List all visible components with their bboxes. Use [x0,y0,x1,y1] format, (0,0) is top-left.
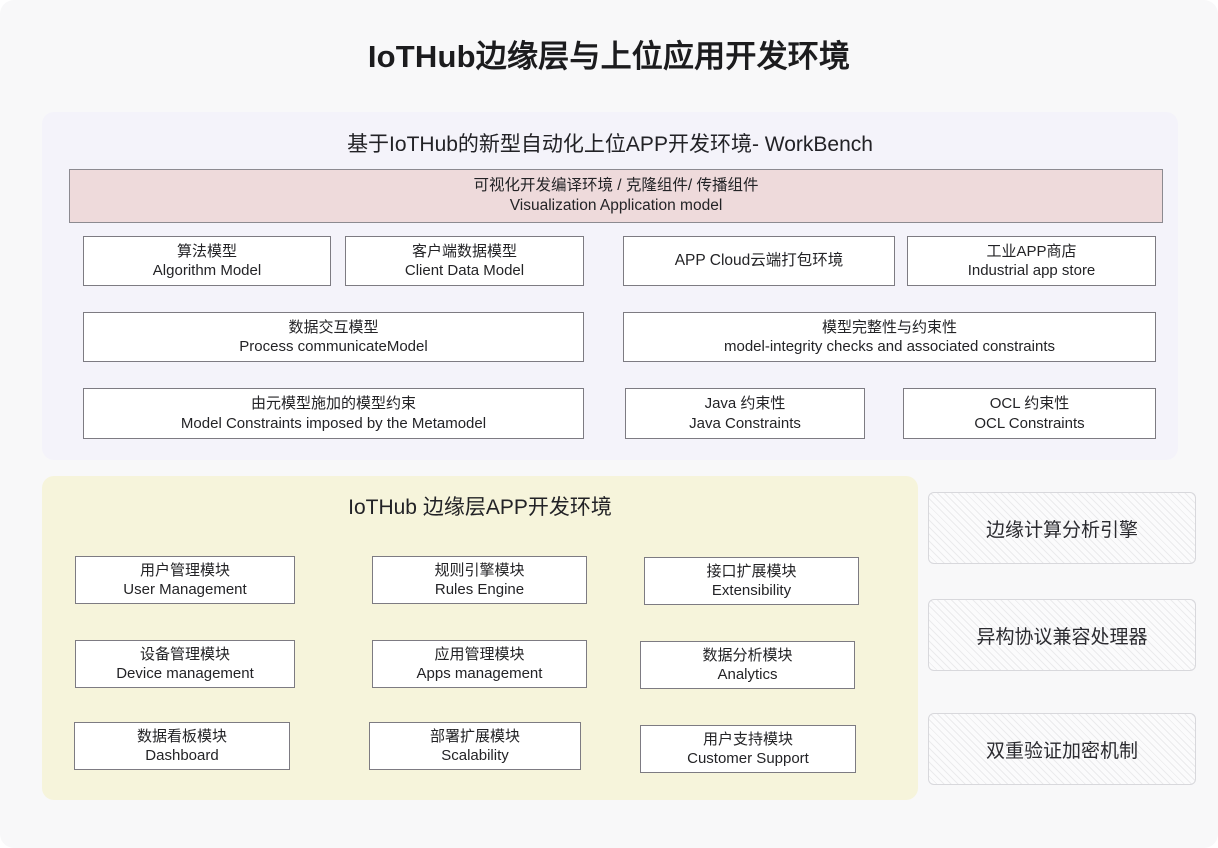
box-label-zh: 由元模型施加的模型约束 [250,395,416,412]
box-label-en: Rules Engine [434,581,525,598]
banner-line-en: Visualization Application model [509,197,723,214]
side-box-label: 双重验证加密机制 [985,740,1138,762]
box-label-zh: 数据分析模块 [702,646,793,664]
side-box-label: 边缘计算分析引擎 [985,519,1138,541]
box-model-integrity-constraints[interactable]: 模型完整性与约束性 model-integrity checks and ass… [623,312,1156,362]
box-label-en: Industrial app store [967,262,1096,279]
box-dashboard[interactable]: 数据看板模块 Dashboard [74,722,290,770]
side-box-label: 异构协议兼容处理器 [976,626,1148,648]
box-label-zh: 用户支持模块 [702,730,793,748]
box-label-en: model-integrity checks and associated co… [724,338,1055,355]
box-label-zh: Java 约束性 [704,395,786,412]
box-label-en: Scalability [441,747,509,764]
box-label-en: Apps management [416,665,543,682]
box-label-zh: 部署扩展模块 [429,727,520,745]
box-label-en: Customer Support [687,750,809,767]
visualization-application-banner: 可视化开发编译环境 / 克隆组件/ 传播组件 Visualization App… [69,169,1163,223]
box-label-zh: 接口扩展模块 [706,562,797,580]
box-label-en: Extensibility [711,582,792,599]
box-label-zh: 用户管理模块 [139,561,230,579]
box-label-en: Process communicateModel [239,338,428,355]
upper-panel-workbench: 基于IoTHub的新型自动化上位APP开发环境- WorkBench 可视化开发… [42,112,1178,460]
upper-panel-heading: 基于IoTHub的新型自动化上位APP开发环境- WorkBench [347,133,873,156]
box-label-zh: 规则引擎模块 [434,561,525,579]
box-analytics[interactable]: 数据分析模块 Analytics [640,641,855,689]
box-extensibility[interactable]: 接口扩展模块 Extensibility [644,557,859,605]
box-scalability[interactable]: 部署扩展模块 Scalability [369,722,581,770]
box-java-constraints[interactable]: Java 约束性 Java Constraints [625,388,865,439]
box-device-management[interactable]: 设备管理模块 Device management [75,640,295,688]
box-label-zh: 数据交互模型 [288,318,379,336]
box-label-en: Analytics [717,666,778,683]
box-label-zh: 客户端数据模型 [411,242,517,260]
box-label-zh: 模型完整性与约束性 [821,318,957,336]
box-model-constraints-metamodel[interactable]: 由元模型施加的模型约束 Model Constraints imposed by… [83,388,584,439]
box-customer-support[interactable]: 用户支持模块 Customer Support [640,725,856,773]
box-apps-management[interactable]: 应用管理模块 Apps management [372,640,587,688]
box-client-data-model[interactable]: 客户端数据模型 Client Data Model [345,236,584,286]
box-rules-engine[interactable]: 规则引擎模块 Rules Engine [372,556,587,604]
box-label-zh: 工业APP商店 [986,242,1077,260]
box-label-en: Java Constraints [689,414,801,432]
page-title: IoTHub边缘层与上位应用开发环境 [367,39,851,74]
box-industrial-app-store[interactable]: 工业APP商店 Industrial app store [907,236,1156,286]
box-user-management[interactable]: 用户管理模块 User Management [75,556,295,604]
box-app-cloud-packaging[interactable]: APP Cloud云端打包环境 [623,236,895,286]
box-label-zh: OCL 约束性 [989,395,1070,412]
box-label-zh: 数据看板模块 [136,727,227,745]
box-label-en: Model Constraints imposed by the Metamod… [180,414,487,432]
banner-line-zh: 可视化开发编译环境 / 克隆组件/ 传播组件 [473,177,759,195]
box-label-zh: APP Cloud云端打包环境 [674,251,844,269]
box-label-zh: 算法模型 [176,242,237,260]
box-label-en: Client Data Model [404,262,525,279]
box-label-zh: 设备管理模块 [139,645,230,663]
lower-panel-edge-app-env: IoTHub 边缘层APP开发环境 用户管理模块 User Management… [42,476,918,800]
side-box-edge-computing-engine[interactable]: 边缘计算分析引擎 [928,492,1196,564]
side-box-dual-auth-encryption[interactable]: 双重验证加密机制 [928,713,1196,785]
box-ocl-constraints[interactable]: OCL 约束性 OCL Constraints [903,388,1156,439]
box-process-communicate-model[interactable]: 数据交互模型 Process communicateModel [83,312,584,362]
box-label-en: Algorithm Model [152,262,262,279]
box-label-en: OCL Constraints [974,414,1085,432]
side-box-protocol-compatibility-handler[interactable]: 异构协议兼容处理器 [928,599,1196,671]
box-label-en: Dashboard [145,747,219,764]
box-label-zh: 应用管理模块 [434,645,525,663]
box-label-en: User Management [123,581,247,598]
box-label-en: Device management [116,665,254,682]
box-algorithm-model[interactable]: 算法模型 Algorithm Model [83,236,331,286]
lower-panel-heading: IoTHub 边缘层APP开发环境 [348,496,612,519]
